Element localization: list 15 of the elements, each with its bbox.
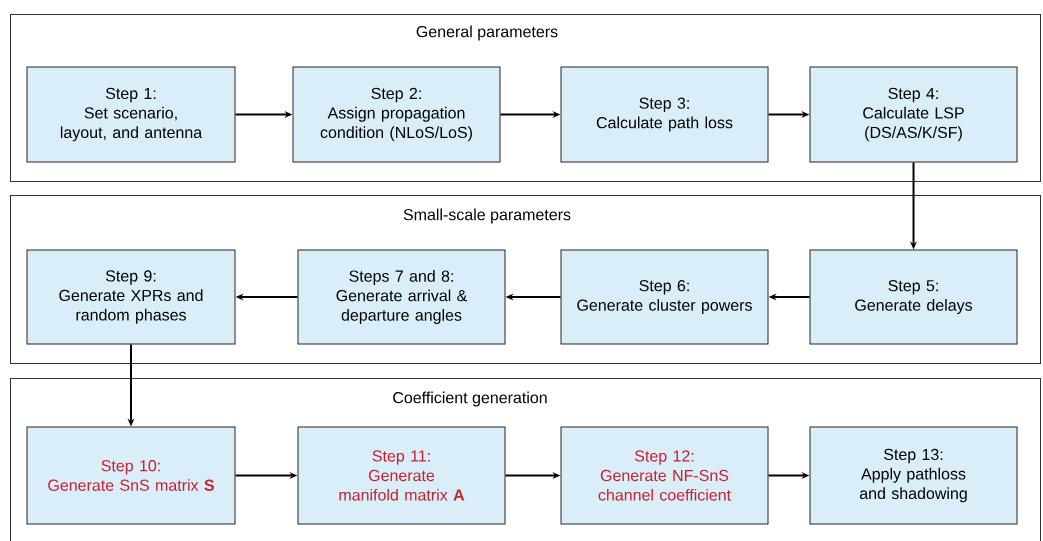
step-box: Step 2: Assign propagation condition (NLoS/LoS) <box>292 66 501 163</box>
step-box: Step 5: Generate delays <box>809 249 1018 345</box>
step-box: Step 6: Generate cluster powers <box>560 249 769 345</box>
step-box: Step 9: Generate XPRs and random phases <box>26 249 236 345</box>
step-box: Step 12: Generate NF-SnS channel coefficient <box>560 426 769 525</box>
step-box: Steps 7 and 8: Generate arrival & departure angles <box>297 249 506 345</box>
step-box: Step 1: Set scenario, layout, and antenna <box>26 66 236 163</box>
step-box: Step 3: Calculate path loss <box>560 66 769 163</box>
step-box: Step 4: Calculate LSP (DS/AS/K/SF) <box>809 66 1018 163</box>
panel-heading: General parameters <box>416 25 558 41</box>
panel-heading: Coefficient generation <box>393 391 547 407</box>
step-box: Step 13: Apply pathloss and shadowing <box>809 426 1018 525</box>
panel-heading: Small-scale parameters <box>403 208 571 224</box>
step-box: Step 10: Generate SnS matrix S <box>26 426 236 525</box>
step-box: Step 11: Generate manifold matrix A <box>297 426 506 525</box>
